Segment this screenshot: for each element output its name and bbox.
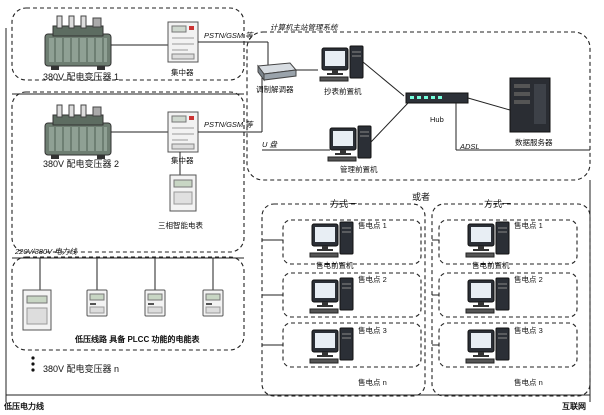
plcc-meter-2-icon [86,289,108,317]
sale-point-2-label: 售电点 2 [358,274,387,284]
sales-area-right [431,203,591,397]
transformer-2-icon [44,104,112,160]
sales-area-left [261,203,426,397]
power-line-label: 220V/380V 电力线 [14,247,78,256]
hub-label: Hub [430,115,444,124]
transformer-1-icon [44,15,112,71]
sale-pc-left-3-icon [309,327,354,364]
hub-icon [405,92,469,104]
data-server-icon [509,77,551,133]
meter-reading-pc-icon [319,45,364,82]
sale-point-box-left-1 [282,219,422,265]
transformer-n-label: 380V 配电变压器 n [43,363,119,374]
sale-pc-right-3-icon [465,327,510,364]
sale-point-right-1-label: 售电点 1 [514,220,543,230]
main-station-title: 计算机主站管理系统 [270,23,339,32]
mode-left-label: 方式一 [330,198,357,209]
sale-front-right-label: 售电前置机 [472,260,510,270]
pstn-label-2: PSTN/GSM 等 [204,120,254,129]
plcc-meter-group [11,256,245,351]
transformer-2-label: 380V 配电变压器 2 [43,158,119,169]
low-voltage-label: 低压电力线 [3,401,44,411]
sale-point-3-label: 售电点 3 [358,325,387,335]
transformer-1-label: 380V 配电变压器 1 [43,71,119,82]
main-station-box [246,31,591,181]
concentrator-2-label: 集中器 [171,155,194,165]
sale-point-1-label: 售电点 1 [358,220,387,230]
concentrator-1-label: 集中器 [171,67,194,77]
sale-pc-left-2-icon [309,277,354,314]
internet-label: 互联网 [562,401,586,411]
three-phase-meter-label: 三相智能电表 [158,220,203,230]
sale-point-right-3-label: 售电点 3 [514,325,543,335]
sale-pc-right-2-icon [465,277,510,314]
sale-point-box-right-1 [438,219,578,265]
data-server-label: 数据服务器 [515,137,553,147]
sale-point-n-label: 售电点 n [358,377,387,387]
or-label: 或者 [412,191,430,202]
plcc-meter-4-icon [202,289,224,317]
modem-label: 调制解调器 [256,84,294,94]
plcc-meter-3-icon [144,289,166,317]
concentrator-1-icon [167,21,199,63]
adsl-label: ADSL [459,142,480,151]
pstn-label-1: PSTN/GSM 等 [204,31,254,40]
modem-icon [257,62,297,82]
sale-point-right-n-label: 售电点 n [514,377,543,387]
usb-label: U 盘 [262,140,279,149]
concentrator-2-icon [167,111,199,153]
substation-group-2 [11,91,245,253]
sale-pc-right-1-icon [465,221,510,258]
sale-point-right-2-label: 售电点 2 [514,274,543,284]
meter-reading-label: 抄表前置机 [324,86,362,96]
mode-right-label: 方式一 [484,198,511,209]
management-pc-icon [327,125,372,162]
management-pc-label: 管理前置机 [340,164,378,174]
plcc-meter-label: 低压线路 具备 PLCC 功能的电能表 [74,334,200,344]
sale-front-left-label: 售电前置机 [316,260,354,270]
sale-pc-left-1-icon [309,221,354,258]
substation-group-1 [11,7,245,81]
